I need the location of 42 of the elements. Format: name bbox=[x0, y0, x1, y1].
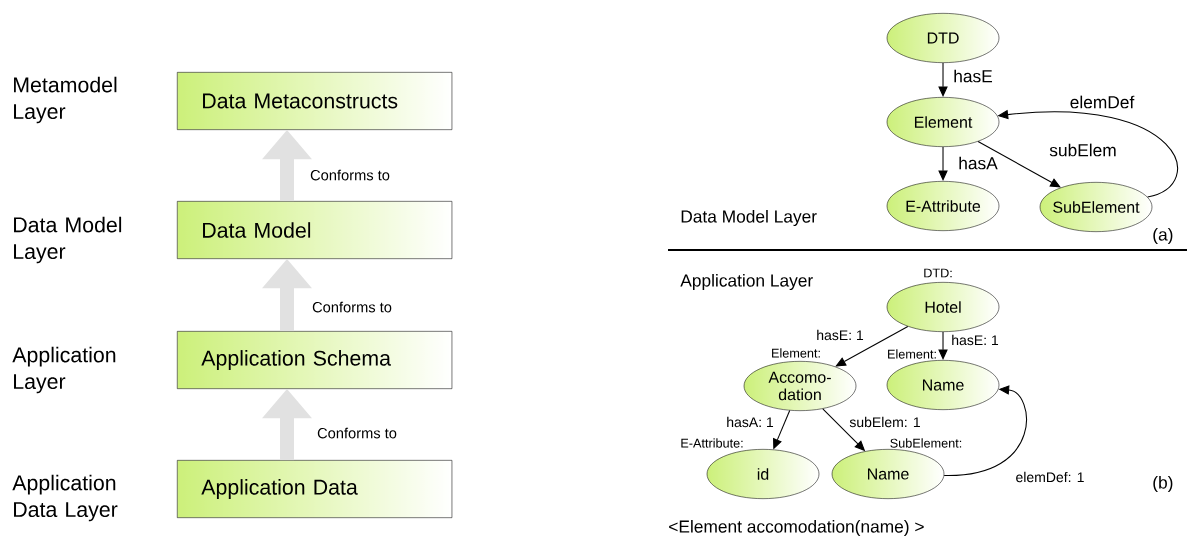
edge-label: subElem: 1 bbox=[848, 415, 922, 429]
code-text: <Element accomodation(name) > bbox=[669, 519, 924, 537]
ellipse-node: SubElement bbox=[1039, 182, 1153, 232]
ellipse-node: Hotel bbox=[886, 282, 1000, 332]
panel-label: (a) bbox=[1153, 227, 1173, 245]
layer-label: Application Data Layer bbox=[12, 474, 118, 522]
edge-label: hasE bbox=[951, 68, 995, 84]
edge-label: hasA: 1 bbox=[724, 415, 776, 429]
arrow bbox=[977, 140, 1061, 188]
edge-label: Conforms to bbox=[308, 168, 392, 182]
process-box: Application Schema bbox=[177, 331, 453, 389]
ellipse-node: Name bbox=[886, 360, 1000, 410]
arrow bbox=[835, 325, 909, 367]
panel-label: (b) bbox=[1153, 475, 1173, 493]
node-caption: SubElement: bbox=[890, 438, 962, 448]
edge-label: hasA bbox=[956, 155, 1000, 171]
edge-label: hasE: 1 bbox=[814, 328, 866, 342]
layer-label: Metamodel Layer bbox=[14, 76, 117, 124]
node-caption: E-Attribute: bbox=[681, 438, 743, 448]
layer-label: Application Layer bbox=[680, 273, 813, 291]
curved-arrow bbox=[943, 385, 1027, 476]
layer-label: Data Model Layer bbox=[681, 209, 817, 227]
edge-label: elemDef bbox=[1068, 94, 1136, 110]
ellipse-node: DTD bbox=[886, 13, 1000, 63]
ellipse-node: Name bbox=[831, 449, 945, 499]
layer-label: Application Layer bbox=[12, 346, 116, 394]
ellipse-node: id bbox=[706, 449, 820, 499]
ellipse-node: Accomo- dation bbox=[743, 361, 857, 411]
edge-label: hasE: 1 bbox=[949, 333, 1001, 347]
ellipse-node: E-Attribute bbox=[886, 181, 1000, 231]
process-box: Data Model bbox=[177, 201, 453, 259]
ellipse-node: Element bbox=[886, 97, 1000, 147]
layer-label: Data Model Layer bbox=[14, 216, 122, 264]
node-caption: Element: bbox=[772, 348, 820, 358]
edge-label: subElem bbox=[1047, 142, 1119, 158]
node-caption: DTD: bbox=[924, 268, 952, 278]
edge-label: Conforms to bbox=[310, 300, 394, 314]
edge-label: elemDef: 1 bbox=[1014, 470, 1086, 484]
node-caption: Element: bbox=[888, 349, 936, 359]
process-box: Data Metaconstructs bbox=[177, 72, 453, 130]
edge-label: Conforms to bbox=[315, 426, 399, 440]
process-box: Application Data bbox=[177, 460, 453, 518]
